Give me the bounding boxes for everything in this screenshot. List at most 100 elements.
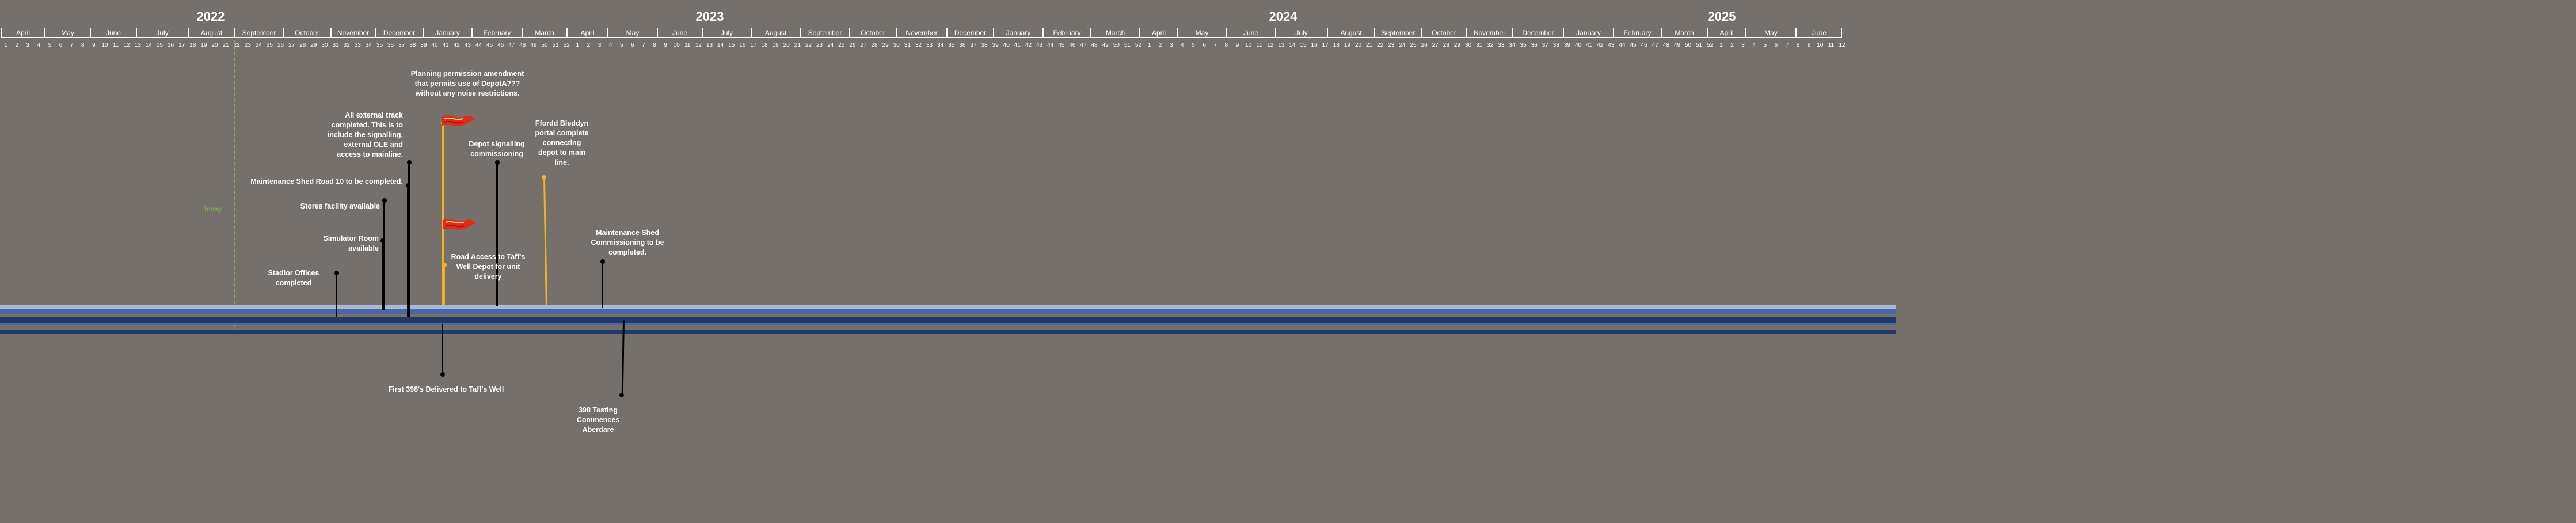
month-cell: October	[850, 28, 896, 38]
week-number: 42	[1025, 42, 1032, 48]
flag-icon	[442, 115, 475, 126]
week-number: 16	[739, 42, 746, 48]
month-cell: October	[283, 28, 331, 38]
milestone-dot-external-track	[407, 160, 412, 165]
week-number: 34	[1509, 42, 1516, 48]
milestone-dot-first-398	[440, 372, 445, 377]
week-number: 35	[948, 42, 955, 48]
week-number: 11	[1256, 42, 1262, 48]
week-number: 4	[37, 42, 41, 48]
month-cell: April	[1707, 28, 1746, 38]
week-number: 40	[1574, 42, 1582, 48]
month-cell: February	[1614, 28, 1661, 38]
week-number: 30	[1464, 42, 1472, 48]
week-number: 20	[211, 42, 218, 48]
week-number: 17	[178, 42, 185, 48]
week-number: 52	[1707, 42, 1714, 48]
week-number: 25	[1410, 42, 1417, 48]
week-number: 28	[871, 42, 878, 48]
month-cell: October	[1422, 28, 1466, 38]
month-cell: March	[1661, 28, 1707, 38]
week-number: 6	[1203, 42, 1206, 48]
milestone-dot-road-access	[442, 263, 447, 267]
month-cell: September	[800, 28, 850, 38]
week-number: 11	[112, 42, 119, 48]
week-number: 39	[992, 42, 999, 48]
week-number: 41	[1014, 42, 1021, 48]
week-number: 17	[1322, 42, 1329, 48]
week-number: 9	[664, 42, 667, 48]
week-number: 41	[1586, 42, 1593, 48]
milestone-stem-road-access	[443, 265, 445, 305]
label-maint-commissioning: Maintenance Shed Commissioning to be com…	[591, 229, 664, 256]
week-number: 12	[695, 42, 702, 48]
week-number: 8	[653, 42, 656, 48]
week-number: 33	[1498, 42, 1505, 48]
label-simulator-room: Simulator Room available	[323, 234, 379, 252]
milestone-dot-maint-commissioning	[600, 259, 605, 264]
label-maintenance-shed: Maintenance Shed Road 10 to be completed…	[250, 177, 403, 185]
week-number: 7	[1213, 42, 1217, 48]
label-ffordd-bleddyn: Ffordd Bleddyn portal complete connectin…	[535, 119, 589, 166]
week-number: 10	[101, 42, 108, 48]
month-cell: April	[1, 28, 45, 38]
month-cell: December	[947, 28, 994, 38]
week-number: 6	[631, 42, 634, 48]
milestone-dot-stores	[382, 198, 387, 203]
week-number: 3	[26, 42, 29, 48]
week-number: 36	[959, 42, 966, 48]
week-number: 28	[1443, 42, 1449, 48]
week-number: 51	[1696, 42, 1703, 48]
week-number: 2	[1158, 42, 1162, 48]
week-number: 19	[772, 42, 779, 48]
milestone-stem-external-track	[408, 162, 410, 317]
week-number: 27	[1432, 42, 1439, 48]
milestone-stem-planning	[442, 123, 444, 305]
year-2022: 2022	[196, 9, 225, 24]
milestone-dot-testing	[619, 393, 624, 397]
week-number: 2	[587, 42, 591, 48]
week-number: 24	[1399, 42, 1406, 48]
week-number: 38	[409, 42, 416, 48]
week-number: 43	[1608, 42, 1615, 48]
week-number: 5	[1192, 42, 1195, 48]
week-number: 47	[508, 42, 515, 48]
week-number: 45	[486, 42, 493, 48]
month-cell: May	[1746, 28, 1796, 38]
week-number: 10	[673, 42, 680, 48]
milestone-stem-ffordd	[543, 177, 547, 305]
week-number: 31	[332, 42, 339, 48]
week-number: 19	[1344, 42, 1350, 48]
week-number: 4	[1752, 42, 1756, 48]
week-number: 35	[376, 42, 383, 48]
week-number: 5	[1763, 42, 1767, 48]
week-number: 50	[541, 42, 548, 48]
week-number: 21	[1366, 42, 1373, 48]
milestone-stem-simulator	[382, 241, 383, 310]
week-number: 45	[1630, 42, 1637, 48]
week-number: 15	[1300, 42, 1307, 48]
week-number: 12	[1267, 42, 1274, 48]
label-planning-permission: Planning permission amendment that permi…	[410, 70, 524, 97]
week-number: 13	[706, 42, 713, 48]
week-number: 3	[1741, 42, 1745, 48]
week-number: 39	[420, 42, 427, 48]
week-number: 2	[15, 42, 18, 48]
week-number: 23	[1388, 42, 1395, 48]
week-number: 14	[717, 42, 724, 48]
label-stores-facility: Stores facility available	[300, 202, 380, 210]
week-number: 3	[598, 42, 602, 48]
week-number: 4	[1181, 42, 1184, 48]
month-cell: March	[1091, 28, 1140, 38]
timeline-band-light	[0, 305, 1896, 309]
week-number: 7	[70, 42, 74, 48]
week-number: 47	[1080, 42, 1087, 48]
week-number: 5	[619, 42, 623, 48]
week-number: 44	[475, 42, 482, 48]
week-number: 49	[1673, 42, 1681, 48]
week-number: 14	[145, 42, 152, 48]
week-number: 37	[970, 42, 977, 48]
timeline-band-dark	[0, 317, 1896, 323]
week-number: 50	[1113, 42, 1120, 48]
milestone-dot-ffordd	[542, 175, 546, 180]
